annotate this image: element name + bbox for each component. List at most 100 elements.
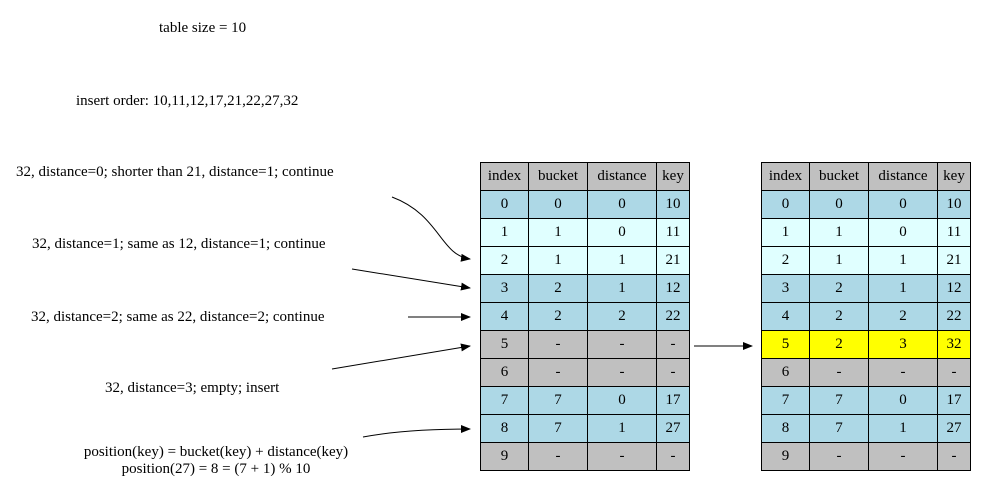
- cell-bucket: 1: [528, 218, 588, 247]
- cell-bucket: 7: [528, 386, 588, 415]
- cell-bucket: 0: [528, 190, 588, 219]
- cell-key: -: [656, 442, 690, 471]
- cell-distance: -: [868, 442, 938, 471]
- annotation-distance-0: 32, distance=0; shorter than 21, distanc…: [16, 164, 334, 180]
- cell-key: 22: [937, 302, 971, 331]
- column-header-key: key: [937, 162, 971, 191]
- cell-key: 21: [656, 246, 690, 275]
- table-row: 6---: [761, 358, 971, 387]
- cell-key: -: [656, 358, 690, 387]
- cell-index: 5: [761, 330, 810, 359]
- arrow-to-row-2: [391, 196, 471, 262]
- cell-bucket: 2: [528, 274, 588, 303]
- cell-key: 11: [937, 218, 971, 247]
- cell-index: 1: [480, 218, 529, 247]
- annotation-distance-2: 32, distance=2; same as 22, distance=2; …: [31, 309, 325, 325]
- arrow-to-row-3: [351, 268, 471, 291]
- cell-bucket: 7: [809, 386, 869, 415]
- cell-key: 12: [937, 274, 971, 303]
- column-header-distance: distance: [587, 162, 657, 191]
- table-row: 9---: [761, 442, 971, 471]
- cell-index: 0: [480, 190, 529, 219]
- annotation-distance-1: 32, distance=1; same as 12, distance=1; …: [32, 236, 326, 252]
- cell-distance: 0: [868, 386, 938, 415]
- cell-distance: 1: [868, 274, 938, 303]
- cell-distance: -: [587, 358, 657, 387]
- table-row: 6---: [480, 358, 690, 387]
- formula-line-2: position(27) = 8 = (7 + 1) % 10: [121, 461, 311, 477]
- cell-index: 9: [480, 442, 529, 471]
- cell-bucket: 0: [809, 190, 869, 219]
- column-header-key: key: [656, 162, 690, 191]
- column-header-index: index: [480, 162, 529, 191]
- cell-bucket: 1: [528, 246, 588, 275]
- cell-bucket: 7: [528, 414, 588, 443]
- cell-distance: 1: [587, 414, 657, 443]
- cell-key: 17: [656, 386, 690, 415]
- cell-key: 11: [656, 218, 690, 247]
- cell-key: 22: [656, 302, 690, 331]
- cell-index: 3: [480, 274, 529, 303]
- cell-key: 10: [937, 190, 971, 219]
- cell-key: -: [937, 358, 971, 387]
- cell-bucket: 2: [809, 274, 869, 303]
- cell-index: 3: [761, 274, 810, 303]
- cell-bucket: 2: [809, 330, 869, 359]
- cell-index: 7: [480, 386, 529, 415]
- annotation-distance-3: 32, distance=3; empty; insert: [105, 380, 280, 396]
- cell-index: 6: [480, 358, 529, 387]
- column-header-bucket: bucket: [809, 162, 869, 191]
- table-header-row: index bucket distance key: [480, 162, 690, 191]
- cell-index: 6: [761, 358, 810, 387]
- cell-index: 7: [761, 386, 810, 415]
- cell-distance: 0: [868, 190, 938, 219]
- cell-distance: -: [587, 442, 657, 471]
- column-header-index: index: [761, 162, 810, 191]
- cell-key: 12: [656, 274, 690, 303]
- cell-distance: 0: [587, 190, 657, 219]
- cell-index: 2: [761, 246, 810, 275]
- cell-key: 27: [656, 414, 690, 443]
- cell-distance: 1: [868, 414, 938, 443]
- cell-key: -: [937, 442, 971, 471]
- table-size-label: table size = 10: [159, 20, 247, 36]
- cell-key: 32: [937, 330, 971, 359]
- cell-bucket: 1: [809, 246, 869, 275]
- cell-index: 2: [480, 246, 529, 275]
- cell-key: 21: [937, 246, 971, 275]
- cell-distance: 2: [587, 302, 657, 331]
- cell-distance: -: [868, 358, 938, 387]
- cell-bucket: 2: [528, 302, 588, 331]
- table-row: 9---: [480, 442, 690, 471]
- cell-index: 8: [480, 414, 529, 443]
- cell-bucket: 7: [809, 414, 869, 443]
- cell-distance: 1: [868, 246, 938, 275]
- cell-distance: 3: [868, 330, 938, 359]
- cell-bucket: -: [809, 358, 869, 387]
- cell-index: 4: [480, 302, 529, 331]
- position-formula: position(key) = bucket(key) + distance(k…: [40, 444, 392, 478]
- cell-key: 17: [937, 386, 971, 415]
- arrow-to-row-8: [362, 425, 471, 438]
- insert-order-label: insert order: 10,11,12,17,21,22,27,32: [76, 93, 299, 109]
- table-header-row: index bucket distance key: [761, 162, 971, 191]
- formula-line-1: position(key) = bucket(key) + distance(k…: [83, 444, 349, 460]
- cell-index: 9: [761, 442, 810, 471]
